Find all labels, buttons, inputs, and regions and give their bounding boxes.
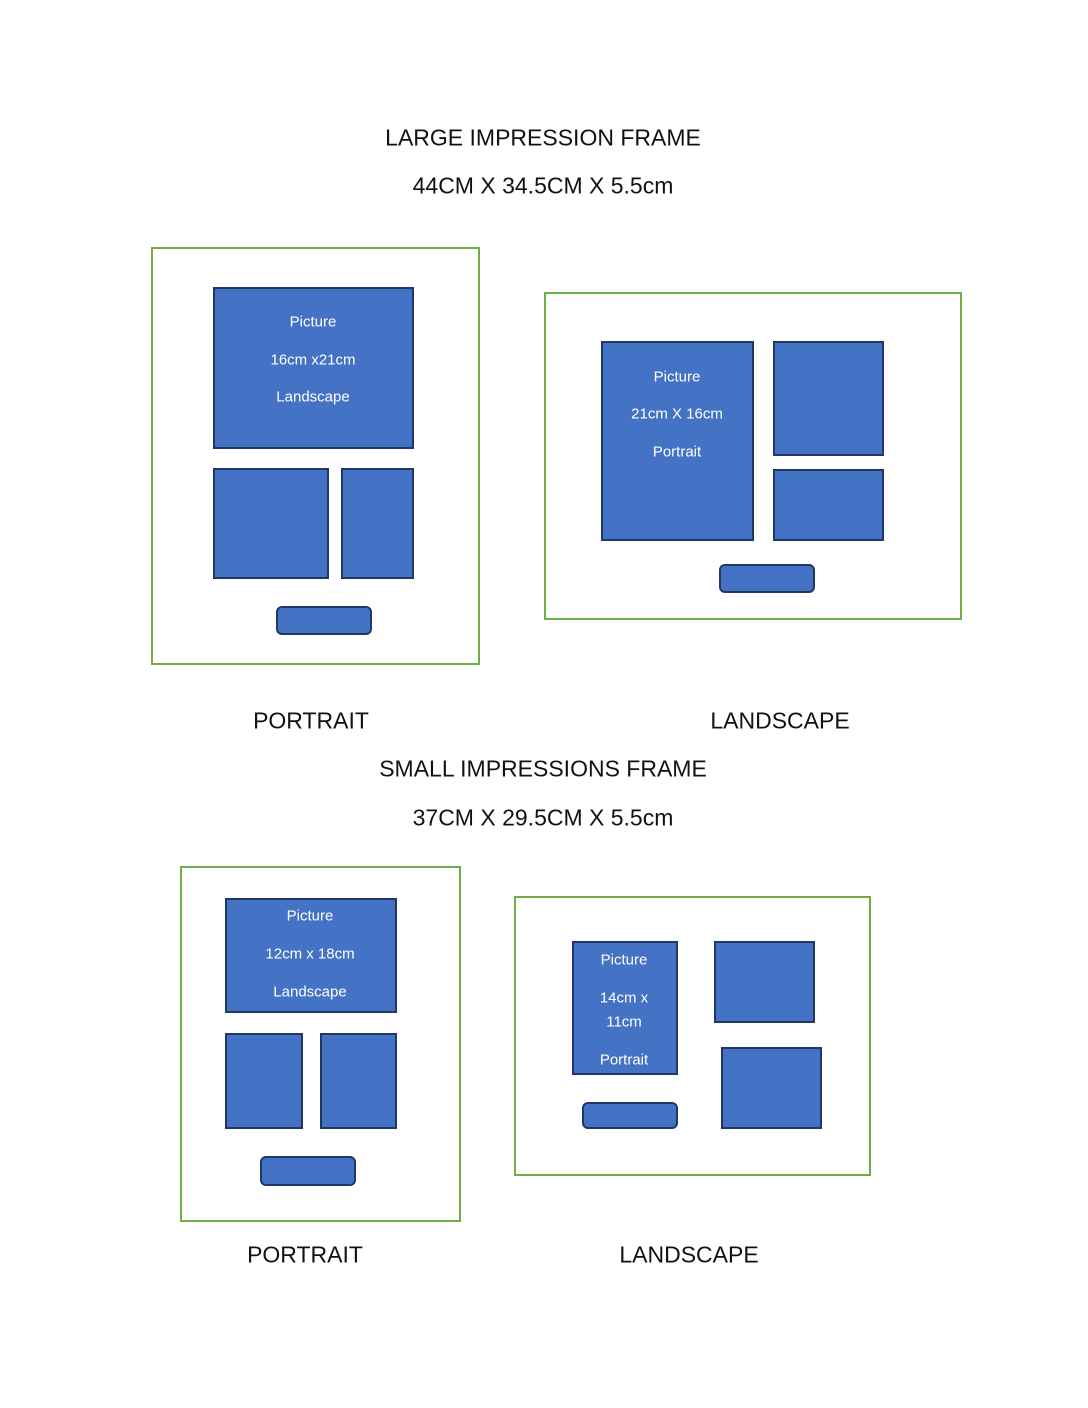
name-plate	[582, 1102, 678, 1129]
picture-label: Picture	[653, 368, 701, 386]
picture-slot	[773, 469, 884, 541]
small-landscape-frame	[514, 896, 871, 1176]
small-portrait-label: PORTRAIT	[247, 1241, 363, 1268]
large-portrait-frame	[151, 247, 480, 665]
picture-slot	[773, 341, 884, 456]
name-plate	[719, 564, 815, 593]
small-frame-title: SMALL IMPRESSIONS FRAME	[379, 755, 707, 782]
small-frame-dimensions: 37CM X 29.5CM X 5.5cm	[412, 804, 674, 831]
picture-label: Picture	[289, 313, 337, 331]
picture-size: 21cm X 16cm	[631, 405, 723, 423]
picture-size: 12cm x 18cm	[265, 945, 355, 963]
picture-slot	[320, 1033, 397, 1129]
picture-slot	[341, 468, 414, 579]
name-plate	[276, 606, 372, 635]
picture-orientation: Landscape	[276, 388, 350, 406]
large-landscape-label: LANDSCAPE	[710, 707, 850, 734]
small-portrait-main-picture	[225, 898, 397, 1013]
picture-slot	[225, 1033, 303, 1129]
picture-orientation: Portrait	[652, 443, 702, 461]
picture-size: 16cm x21cm	[270, 351, 356, 369]
large-landscape-frame	[544, 292, 962, 620]
picture-size-line1: 14cm x	[599, 989, 649, 1007]
picture-orientation: Landscape	[273, 983, 347, 1001]
picture-slot	[714, 941, 815, 1023]
picture-size-line2: 11cm	[606, 1013, 642, 1031]
name-plate	[260, 1156, 356, 1186]
picture-slot	[213, 468, 329, 579]
small-portrait-frame	[180, 866, 461, 1222]
small-landscape-main-picture	[572, 941, 678, 1075]
picture-slot	[721, 1047, 822, 1129]
picture-label: Picture	[286, 907, 334, 925]
picture-label: Picture	[600, 951, 648, 969]
small-landscape-label: LANDSCAPE	[619, 1241, 759, 1268]
large-frame-dimensions: 44CM X 34.5CM X 5.5cm	[412, 172, 674, 199]
large-landscape-main-picture	[601, 341, 754, 541]
large-portrait-main-picture	[213, 287, 414, 449]
large-portrait-label: PORTRAIT	[253, 707, 369, 734]
picture-orientation: Portrait	[599, 1051, 649, 1069]
large-frame-title: LARGE IMPRESSION FRAME	[385, 124, 701, 151]
